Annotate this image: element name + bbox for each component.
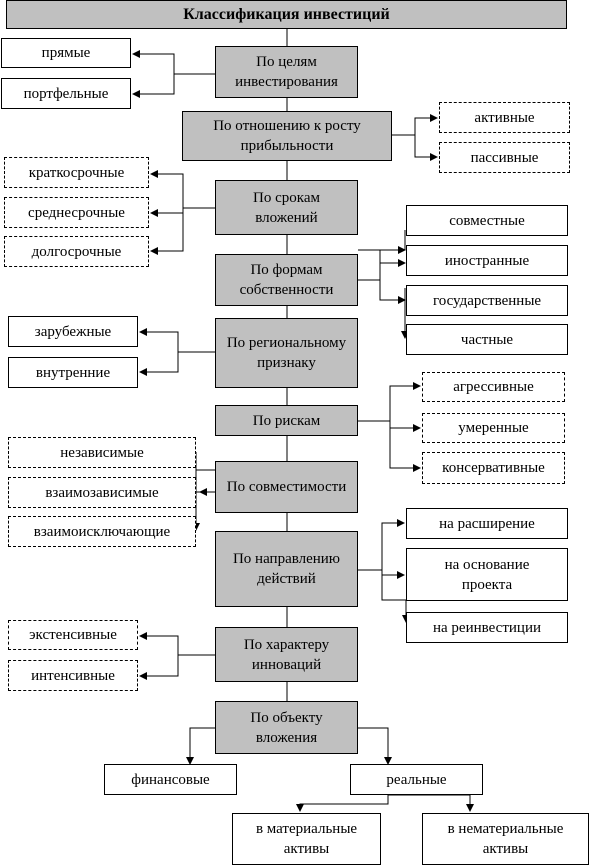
type-intangible-assets: в нематериальные активы xyxy=(422,813,589,865)
type-private: частные xyxy=(406,324,568,355)
type-foreign-region: зарубежные xyxy=(8,316,138,347)
type-medium-term: среднесрочные xyxy=(4,197,149,228)
type-joint: совместные xyxy=(406,205,568,236)
type-reinvestment: на реинвестиции xyxy=(406,612,568,643)
type-domestic: внутренние xyxy=(8,357,138,388)
criterion-object: По объекту вложения xyxy=(215,701,358,754)
criterion-direction: По направлению действий xyxy=(215,531,358,607)
type-state: государственные xyxy=(406,285,568,316)
type-extensive: экстенсивные xyxy=(8,620,138,650)
criterion-compat: По совместимости xyxy=(215,461,358,513)
criterion-regional: По региональному признаку xyxy=(215,318,358,388)
type-moderate: умеренные xyxy=(422,413,565,443)
type-long-term: долгосрочные xyxy=(4,236,149,267)
criterion-ownership: По формам собственности xyxy=(215,254,358,306)
type-aggressive: агрессивные xyxy=(422,372,565,402)
type-real: реальные xyxy=(350,764,483,795)
criterion-risks: По рискам xyxy=(215,405,358,436)
type-portfolio: портфельные xyxy=(1,78,131,109)
type-project-founding: на основание проекта xyxy=(406,548,568,601)
diagram-title: Классификация инвестиций xyxy=(6,0,567,29)
criterion-goals: По целям инвестирования xyxy=(215,46,358,98)
type-direct: прямые xyxy=(1,38,131,68)
type-interdependent: взаимозависимые xyxy=(8,477,196,508)
type-mutually-exclusive: взаимоисключающие xyxy=(8,516,196,547)
type-conservative: консервативные xyxy=(422,452,565,484)
criterion-innovation: По характеру инноваций xyxy=(215,627,358,682)
type-independent: независимые xyxy=(8,437,196,468)
criterion-terms: По срокам вложений xyxy=(215,180,358,235)
type-foreign: иностранные xyxy=(406,245,568,276)
type-short-term: краткосрочные xyxy=(4,157,149,188)
type-tangible-assets: в материальные активы xyxy=(232,813,381,865)
type-active: активные xyxy=(439,102,570,133)
type-intensive: интенсивные xyxy=(8,660,138,691)
criterion-profit: По отношению к росту прибыльности xyxy=(182,111,392,161)
type-passive: пассивные xyxy=(439,142,570,173)
type-financial: финансовые xyxy=(104,764,237,795)
type-expansion: на расширение xyxy=(406,508,568,539)
